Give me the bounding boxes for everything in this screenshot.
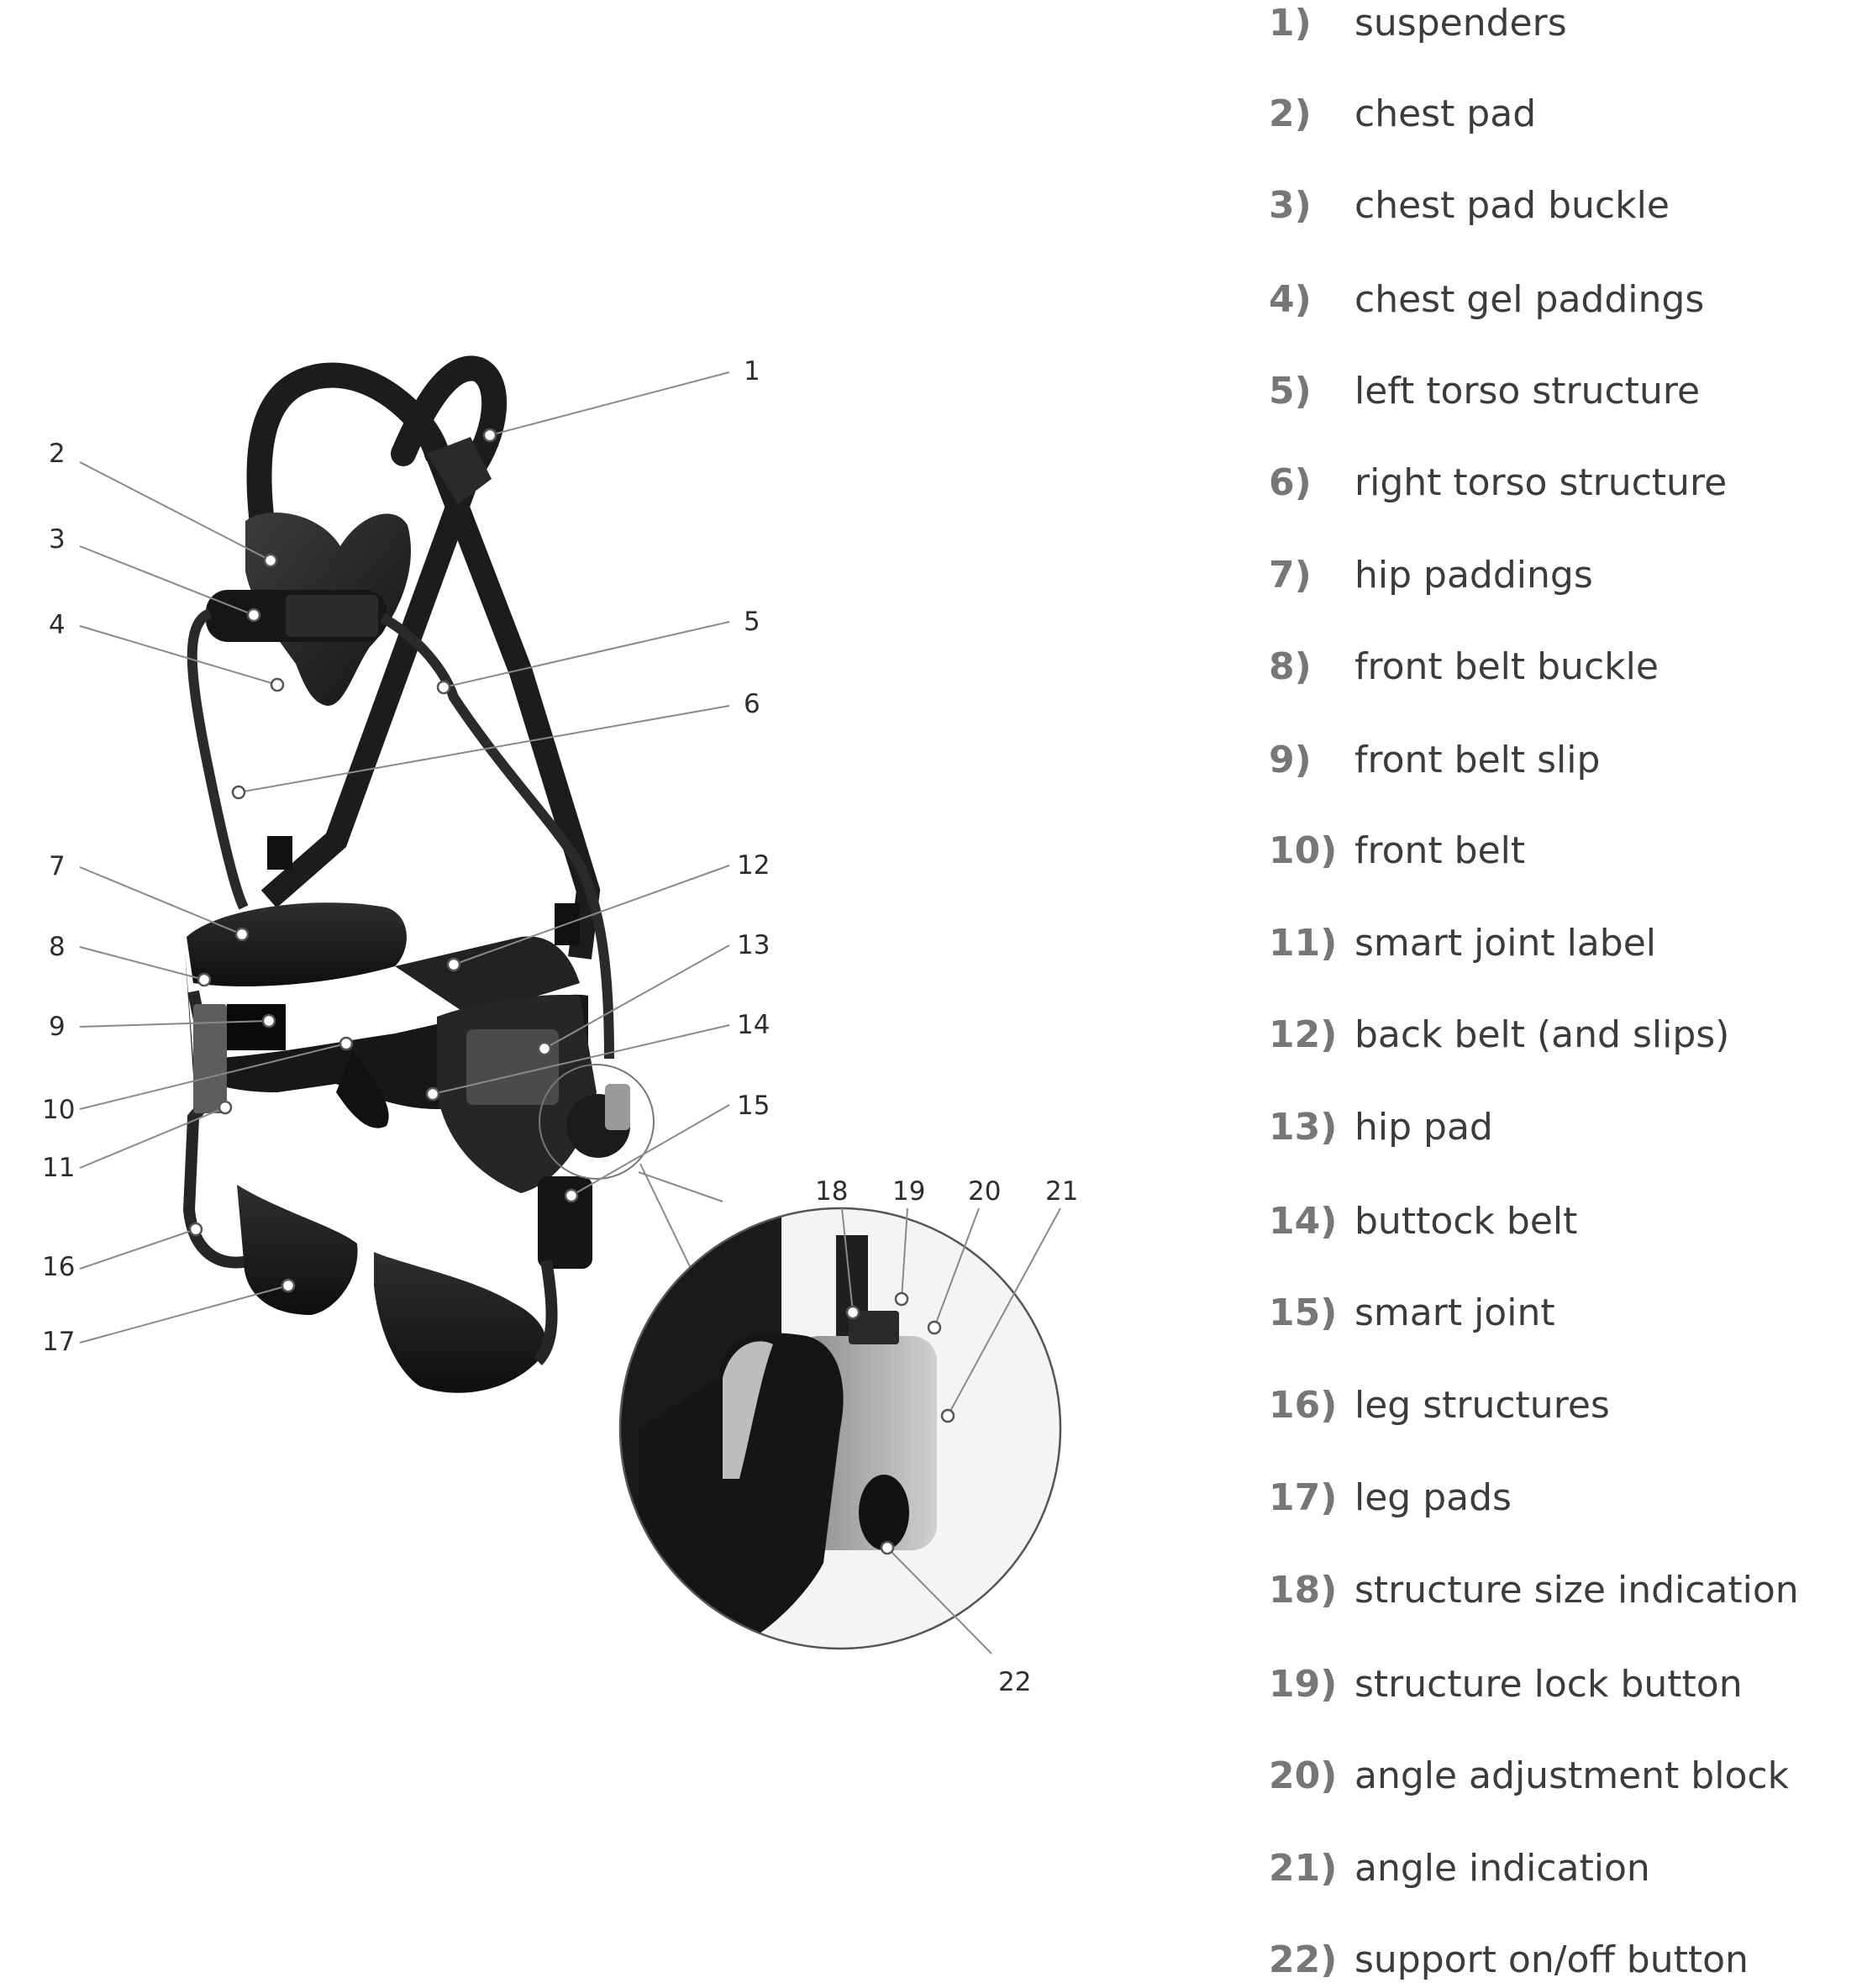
callout-12: 12 bbox=[737, 850, 770, 881]
callout-3: 3 bbox=[49, 524, 66, 555]
callout-19: 19 bbox=[892, 1176, 925, 1207]
legend-label: structure lock button bbox=[1354, 1663, 1743, 1706]
legend-number: 9) bbox=[1269, 739, 1312, 781]
callout-17: 17 bbox=[42, 1327, 75, 1357]
exoskeleton-illustration bbox=[182, 355, 630, 1393]
callout-9: 9 bbox=[49, 1012, 66, 1042]
legend-number: 11) bbox=[1269, 922, 1338, 965]
callout-10: 10 bbox=[42, 1095, 75, 1125]
legend-label: leg structures bbox=[1354, 1384, 1610, 1427]
legend-number: 10) bbox=[1269, 829, 1338, 872]
callout-numbers: 1 2 3 4 5 6 7 8 9 10 11 12 13 14 15 16 1… bbox=[42, 356, 1078, 1697]
callout-18: 18 bbox=[815, 1176, 848, 1207]
callout-14: 14 bbox=[737, 1010, 770, 1040]
callout-13: 13 bbox=[737, 930, 770, 960]
legend-label: left torso structure bbox=[1354, 370, 1701, 413]
legend-number: 22) bbox=[1269, 1938, 1338, 1981]
legend-number: 21) bbox=[1269, 1847, 1338, 1890]
legend-number: 16) bbox=[1269, 1384, 1338, 1427]
legend-label: support on/off button bbox=[1354, 1938, 1749, 1981]
legend-label: chest pad bbox=[1354, 92, 1537, 135]
callout-15: 15 bbox=[737, 1091, 770, 1121]
legend-label: hip pad bbox=[1354, 1106, 1493, 1149]
smart-joint-zoom-circle bbox=[539, 1064, 1062, 1650]
callout-4: 4 bbox=[49, 610, 66, 640]
callout-11: 11 bbox=[42, 1153, 75, 1183]
legend-label: right torso structure bbox=[1354, 461, 1728, 504]
legend-number: 6) bbox=[1269, 461, 1312, 504]
legend-label: structure size indication bbox=[1354, 1569, 1799, 1612]
legend-number: 20) bbox=[1269, 1754, 1338, 1797]
legend-number: 3) bbox=[1269, 184, 1312, 227]
legend-label: smart joint bbox=[1354, 1291, 1555, 1334]
legend-number: 1) bbox=[1269, 2, 1312, 45]
callout-6: 6 bbox=[744, 689, 760, 719]
callout-dots bbox=[188, 428, 955, 1555]
callout-5: 5 bbox=[744, 607, 760, 637]
legend-number: 15) bbox=[1269, 1291, 1338, 1334]
legend-label: angle adjustment block bbox=[1354, 1754, 1790, 1797]
legend-number: 7) bbox=[1269, 554, 1312, 597]
legend-label: buttock belt bbox=[1354, 1200, 1578, 1243]
callout-7: 7 bbox=[49, 851, 66, 881]
legend-number: 17) bbox=[1269, 1476, 1338, 1519]
legend-number: 19) bbox=[1269, 1663, 1338, 1706]
legend-number: 8) bbox=[1269, 645, 1312, 688]
legend-label: front belt slip bbox=[1354, 739, 1601, 781]
callout-8: 8 bbox=[49, 932, 66, 962]
legend-label: angle indication bbox=[1354, 1847, 1650, 1890]
legend-label: back belt (and slips) bbox=[1354, 1013, 1730, 1056]
legend-number: 13) bbox=[1269, 1106, 1338, 1149]
legend-label: leg pads bbox=[1354, 1476, 1512, 1519]
callout-21: 21 bbox=[1045, 1176, 1078, 1207]
legend-label: front belt buckle bbox=[1354, 645, 1659, 688]
callout-1: 1 bbox=[744, 356, 760, 387]
legend-label: smart joint label bbox=[1354, 922, 1656, 965]
callout-16: 16 bbox=[42, 1252, 75, 1282]
callout-22: 22 bbox=[998, 1667, 1031, 1697]
legend-number: 18) bbox=[1269, 1569, 1338, 1612]
legend-number: 12) bbox=[1269, 1013, 1338, 1056]
legend-number: 2) bbox=[1269, 92, 1312, 135]
leader-lines bbox=[79, 371, 1061, 1654]
legend-label: chest pad buckle bbox=[1354, 184, 1670, 227]
callout-2: 2 bbox=[49, 439, 66, 469]
callout-20: 20 bbox=[968, 1176, 1001, 1207]
legend-number: 4) bbox=[1269, 278, 1312, 321]
legend-label: front belt bbox=[1354, 829, 1526, 872]
legend-number: 14) bbox=[1269, 1200, 1338, 1243]
legend-label: hip paddings bbox=[1354, 554, 1593, 597]
legend-number: 5) bbox=[1269, 370, 1312, 413]
legend-label: suspenders bbox=[1354, 2, 1567, 45]
legend-label: chest gel paddings bbox=[1354, 278, 1705, 321]
